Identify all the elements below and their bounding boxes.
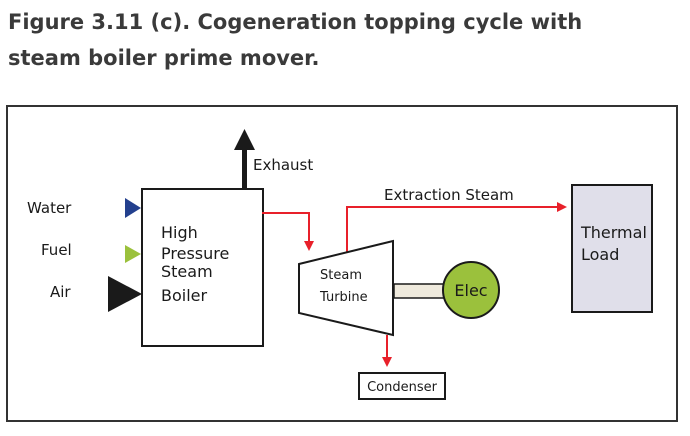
water-label: Water [27, 199, 72, 217]
fuel-label: Fuel [41, 241, 72, 259]
boiler-label-3: Steam [161, 262, 213, 281]
exhaust-arrow-icon [234, 129, 255, 150]
thermal-load-label-2: Load [581, 245, 619, 264]
air-label: Air [50, 283, 71, 301]
generator [442, 261, 500, 319]
boiler-label-1: High [161, 223, 198, 242]
condenser-label: Condenser [367, 380, 438, 395]
boiler-label-4: Boiler [161, 286, 208, 305]
exhaust-label: Exhaust [253, 156, 313, 174]
figure-title: Figure 3.11 (c). Cogeneration topping cy… [8, 4, 582, 76]
fuel-arrow-icon [125, 245, 141, 263]
figure-title-line-2: steam boiler prime mover. [8, 46, 320, 70]
steam-turbine [298, 239, 394, 337]
boiler-label-2: Pressure [161, 244, 229, 263]
figure-title-line-1: Figure 3.11 (c). Cogeneration topping cy… [8, 10, 583, 34]
exhaust-stack [242, 148, 247, 190]
thermal-load-label-1: Thermal [580, 223, 647, 242]
condenser-box [358, 372, 446, 400]
water-arrow-icon [125, 198, 141, 218]
air-arrow-icon [108, 276, 142, 312]
thermal-load-box [571, 184, 653, 313]
turbine-label-1: Steam [320, 268, 362, 283]
turbine-shaft [393, 283, 445, 299]
main-steam-flow [262, 212, 314, 251]
extraction-steam-flow [346, 202, 567, 252]
turbine-label-2: Turbine [319, 290, 368, 305]
boiler-box [141, 188, 264, 347]
extraction-steam-label: Extraction Steam [384, 186, 514, 204]
generator-label: Elec [454, 281, 487, 300]
